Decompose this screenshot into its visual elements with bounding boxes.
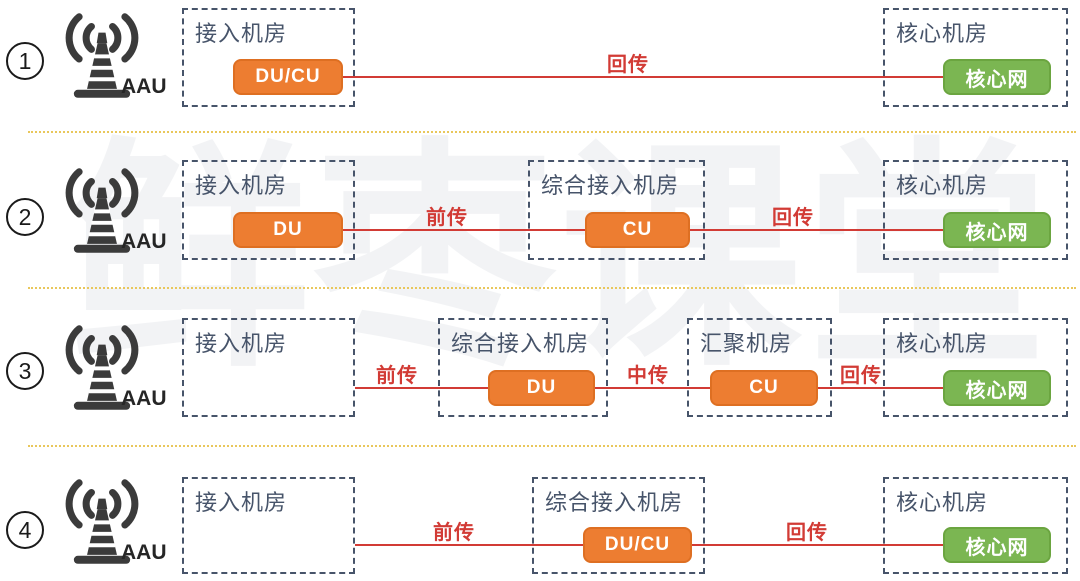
row-separator-3: [28, 445, 1076, 447]
scenario-number-1: 1: [6, 42, 44, 80]
scenario-number-2: 2: [6, 198, 44, 236]
unit-cu: CU: [710, 370, 818, 406]
unit-ducu: DU/CU: [583, 527, 692, 563]
room-label: 综合接入机房: [545, 490, 684, 515]
unit-ducu: DU/CU: [233, 59, 343, 95]
base-station-icon: [65, 479, 139, 564]
scenario-number-4: 4: [6, 511, 44, 549]
room-core: 核心机房: [883, 160, 1068, 260]
room-integrated-access: 综合接入机房: [528, 160, 705, 260]
scenario-number-label: 4: [18, 516, 32, 543]
room-label: 汇聚机房: [700, 331, 793, 356]
link-label-backhaul: 回传: [840, 365, 882, 387]
room-access: 接入机房: [182, 318, 355, 417]
room-label: 接入机房: [195, 21, 288, 46]
room-label: 综合接入机房: [541, 173, 680, 198]
room-access: 接入机房: [182, 8, 355, 107]
scenario-row-1: 1 AAU 回传 接入机房 DU/CU 核心机房: [0, 0, 1080, 128]
aau-tower-1: AAU: [58, 8, 192, 108]
scenario-row-3: 3 AAU 前传 中传 回传 接入机房 综合接入机: [0, 310, 1080, 442]
aau-label: AAU: [121, 541, 167, 564]
unit-cu: CU: [585, 212, 690, 248]
unit-du: DU: [488, 370, 595, 406]
aau-label: AAU: [121, 75, 167, 98]
aau-label: AAU: [121, 387, 167, 410]
aau-label: AAU: [121, 230, 167, 253]
base-station-icon: [65, 13, 139, 98]
unit-core-network: 核心网: [943, 527, 1051, 563]
room-label: 接入机房: [195, 331, 288, 356]
scenario-row-4: 4 AAU 前传 回传 接入机房 综合接入机房: [0, 468, 1080, 581]
room-label: 接入机房: [195, 173, 288, 198]
link-label-backhaul: 回传: [607, 54, 649, 76]
row-separator-1: [28, 131, 1076, 133]
aau-tower-3: AAU: [58, 320, 192, 420]
link-label-fronthaul: 前传: [376, 365, 418, 387]
room-label: 核心机房: [896, 173, 989, 198]
base-station-icon: [65, 325, 139, 410]
scenario-row-2: 2 AAU 前传 回传 接入机房 DU 综合接入机: [0, 152, 1080, 284]
row-separator-2: [28, 287, 1076, 289]
room-access: 接入机房: [182, 160, 355, 260]
room-integrated-access: 综合接入机房: [438, 318, 608, 417]
unit-du: DU: [233, 212, 343, 248]
room-integrated-access: 综合接入机房: [532, 477, 705, 574]
aau-tower-2: AAU: [58, 163, 192, 263]
aau-tower-4: AAU: [58, 474, 192, 574]
unit-core-network: 核心网: [943, 212, 1051, 248]
link-label-fronthaul: 前传: [426, 207, 468, 229]
room-label: 核心机房: [896, 331, 989, 356]
room-access: 接入机房: [182, 477, 355, 574]
scenario-number-label: 3: [18, 357, 32, 384]
room-core: 核心机房: [883, 477, 1068, 574]
room-aggregation: 汇聚机房: [687, 318, 832, 417]
link-label-backhaul: 回传: [786, 522, 828, 544]
room-label: 核心机房: [896, 490, 989, 515]
scenario-number-label: 2: [18, 203, 32, 230]
scenario-number-label: 1: [18, 47, 32, 74]
room-label: 核心机房: [896, 21, 989, 46]
room-core: 核心机房: [883, 8, 1068, 107]
unit-core-network: 核心网: [943, 370, 1051, 406]
room-label: 接入机房: [195, 490, 288, 515]
link-line: [355, 387, 943, 389]
unit-core-network: 核心网: [943, 59, 1051, 95]
link-label-fronthaul: 前传: [433, 522, 475, 544]
link-line-backhaul: [343, 76, 943, 78]
room-label: 综合接入机房: [451, 331, 590, 356]
base-station-icon: [65, 168, 139, 253]
scenario-number-3: 3: [6, 352, 44, 390]
room-core: 核心机房: [883, 318, 1068, 417]
link-label-midhaul: 中传: [627, 365, 669, 387]
link-label-backhaul: 回传: [772, 207, 814, 229]
